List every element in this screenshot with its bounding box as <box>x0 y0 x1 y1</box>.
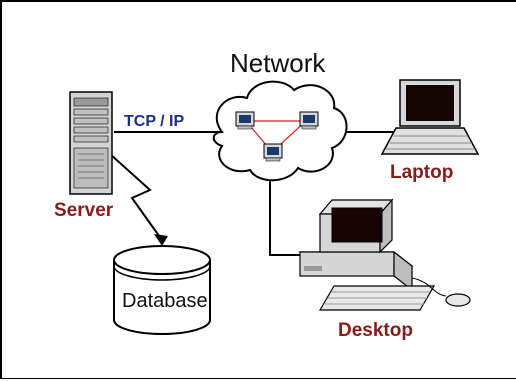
computer-icon <box>235 111 255 130</box>
database-icon <box>113 245 211 335</box>
database-label: Database <box>122 290 208 312</box>
desktop-icon <box>298 198 447 311</box>
network-desktop-link <box>269 170 302 256</box>
lightning-arrowhead <box>154 234 168 246</box>
cloud-icon <box>212 80 348 182</box>
protocol-label: TCP / IP <box>124 113 184 130</box>
desktop-label: Desktop <box>338 320 413 341</box>
mouse-icon <box>445 293 471 307</box>
computer-icon <box>299 111 319 130</box>
laptop-label: Laptop <box>390 162 453 183</box>
lightning-icon <box>109 153 163 241</box>
server-icon <box>69 91 113 195</box>
laptop-icon <box>380 79 480 155</box>
network-label: Network <box>230 48 326 78</box>
computer-icon <box>263 143 283 162</box>
server-label: Server <box>54 200 114 221</box>
